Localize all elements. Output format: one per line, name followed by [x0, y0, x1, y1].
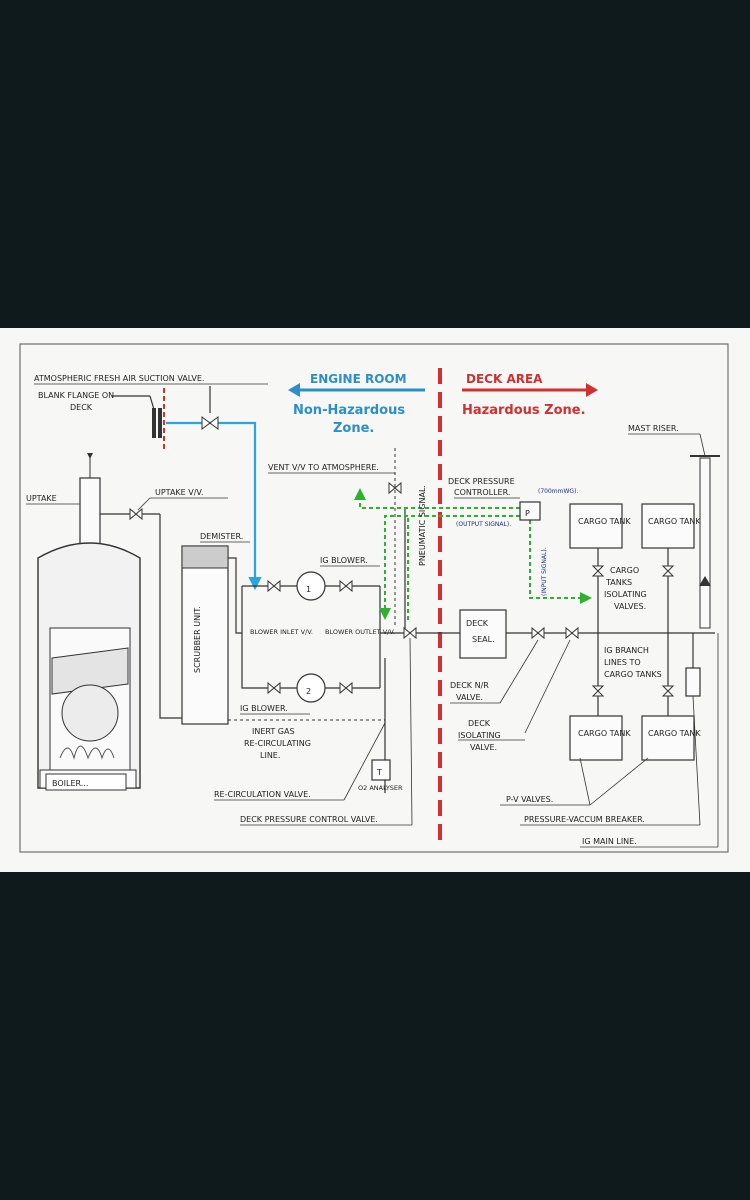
- inert-gas-label-1: INERT GAS: [252, 727, 295, 736]
- deck-nr-valve-label-1: DECK N/R: [450, 681, 489, 690]
- engine-room-heading: ENGINE ROOM Non-Hazardous Zone.: [288, 372, 430, 436]
- vent-valve: [388, 481, 402, 495]
- deck-area-label: DECK AREA: [466, 372, 543, 386]
- o2-analyser: T: [371, 759, 391, 781]
- blower-outlet-label: BLOWER OUTLET V/V.: [325, 628, 395, 636]
- blower-inlet-valve-1: [267, 579, 281, 593]
- ig-branch-label-2: LINES TO: [604, 658, 641, 667]
- blower-outlet-valve-2: [339, 681, 353, 695]
- deck-isolating-valve-label-1: DECK: [468, 719, 491, 728]
- cargo-tank-top-right: CARGO TANK: [641, 503, 701, 549]
- tank-isolating-valve-1: [591, 565, 605, 577]
- ig-blower-2: 2: [296, 673, 326, 703]
- output-signal-label: (OUTPUT SIGNAL).: [456, 521, 511, 528]
- deck-seal-label-2: SEAL.: [472, 635, 495, 644]
- cargo-tank-bottom-right: CARGO TANK: [641, 715, 701, 761]
- deck-pressure-controller-label-1: DECK PRESSURE: [448, 477, 515, 486]
- atmospheric-valve: [201, 416, 219, 430]
- deck-nr-valve: [531, 626, 545, 640]
- deck-isolating-valve-label-2: ISOLATING: [458, 731, 501, 740]
- deck-pressure-controller: [519, 501, 541, 521]
- pneumatic-signal-line: [379, 515, 520, 620]
- deck-area-heading: DECK AREA Hazardous Zone.: [462, 372, 598, 418]
- cargo-tanks-isolating-label-2: TANKS: [605, 578, 632, 587]
- vent-valve-label: VENT V/V TO ATMOSPHERE.: [268, 463, 379, 472]
- ig-branch-label-1: IG BRANCH: [604, 646, 649, 655]
- ig-blower-bottom-label: IG BLOWER.: [240, 704, 288, 713]
- tank-isolating-valve-3: [591, 685, 605, 697]
- demister-label: DEMISTER.: [200, 532, 243, 541]
- cargo-tank-top-left: CARGO TANK: [569, 503, 631, 549]
- inert-gas-label-2: RE-CIRCULATING: [244, 739, 311, 748]
- tank-isolating-valve-4: [661, 685, 675, 697]
- gauge-letter: T: [376, 768, 382, 777]
- pressure-vacuum-breaker: [685, 667, 701, 697]
- cargo-tank-2-label: CARGO TANK: [648, 517, 701, 526]
- boiler-label: BOILER...: [52, 779, 88, 788]
- tank-isolating-valve-2: [661, 565, 675, 577]
- pv-valves-label: P-V VALVES.: [506, 795, 553, 804]
- inert-gas-system-diagram: ENGINE ROOM Non-Hazardous Zone. DECK ARE…: [19, 343, 729, 853]
- cargo-tanks-isolating-label-1: CARGO: [610, 566, 639, 575]
- cargo-tank-bottom-left: CARGO TANK: [569, 715, 631, 761]
- blower-2-number: 2: [306, 687, 311, 696]
- deck-isolating-valve-label-3: VALVE.: [470, 743, 497, 752]
- pressure-value-label: (700mmWG).: [538, 488, 578, 495]
- cargo-tank-4-label: CARGO TANK: [648, 729, 701, 738]
- pressure-vacuum-breaker-label: PRESSURE-VACCUM BREAKER.: [524, 815, 645, 824]
- cargo-tanks-isolating-label-3: ISOLATING: [604, 590, 647, 599]
- ig-blower-1: 1: [296, 571, 326, 601]
- blank-flange: [152, 388, 165, 450]
- input-signal-line: [529, 520, 592, 604]
- deck-isolating-valve: [565, 626, 579, 640]
- scrubber-unit-label: SCRUBBER UNIT.: [193, 606, 202, 673]
- blower-inlet-valve-2: [267, 681, 281, 695]
- cargo-tank-1-label: CARGO TANK: [578, 517, 631, 526]
- controller-letter: P: [525, 509, 530, 518]
- blank-flange-label: BLANK FLANGE ON: [38, 391, 114, 400]
- scrubber-unit: SCRUBBER UNIT.: [181, 545, 229, 725]
- ig-main-line-label: IG MAIN LINE.: [582, 837, 637, 846]
- uptake-label: UPTAKE: [26, 494, 57, 503]
- non-hazardous-label: Non-Hazardous: [293, 403, 405, 418]
- uptake-valve: [129, 507, 143, 521]
- non-hazardous-zone-label: Zone.: [333, 421, 374, 436]
- ig-blower-top-label: IG BLOWER.: [320, 556, 368, 565]
- pneumatic-signal-label: PNEUMATIC SIGNAL.: [418, 485, 427, 566]
- blower-outlet-valve-1: [339, 579, 353, 593]
- deck-pressure-controller-label-2: CONTROLLER.: [454, 488, 510, 497]
- cargo-tanks-isolating-label-4: VALVES.: [614, 602, 646, 611]
- deck-pressure-control-valve: [403, 626, 417, 640]
- deck-nr-valve-label-2: VALVE.: [456, 693, 483, 702]
- blower-1-number: 1: [306, 585, 311, 594]
- output-signal-line: [354, 488, 520, 509]
- atmospheric-valve-label: ATMOSPHERIC FRESH AIR SUCTION VALVE.: [34, 374, 204, 383]
- uptake-valve-label: UPTAKE V/V.: [155, 488, 203, 497]
- blank-flange-deck-label: DECK: [70, 403, 93, 412]
- ig-branch-label-3: CARGO TANKS: [604, 670, 662, 679]
- diagram-frame: ENGINE ROOM Non-Hazardous Zone. DECK ARE…: [0, 328, 750, 872]
- input-signal-label: (INPUT SIGNAL).: [541, 547, 548, 596]
- hazardous-zone-label: Hazardous Zone.: [462, 403, 586, 418]
- o2-analyser-label: O2 ANALYSER: [358, 784, 403, 792]
- deck-seal-label-1: DECK: [466, 619, 489, 628]
- cargo-tank-3-label: CARGO TANK: [578, 729, 631, 738]
- deck-seal: DECK SEAL.: [459, 609, 507, 659]
- recirculation-valve-label: RE-CIRCULATION VALVE.: [214, 790, 311, 799]
- diagram-border: [19, 343, 729, 853]
- fresh-air-line: [166, 421, 262, 591]
- inert-gas-label-3: LINE.: [260, 751, 280, 760]
- blower-inlet-label: BLOWER INLET V/V.: [250, 628, 313, 636]
- engine-room-label: ENGINE ROOM: [310, 372, 407, 386]
- deck-pressure-control-valve-label: DECK PRESSURE CONTROL VALVE.: [240, 815, 378, 824]
- mast-riser-label: MAST RISER.: [628, 424, 679, 433]
- boiler: BOILER...: [37, 542, 141, 791]
